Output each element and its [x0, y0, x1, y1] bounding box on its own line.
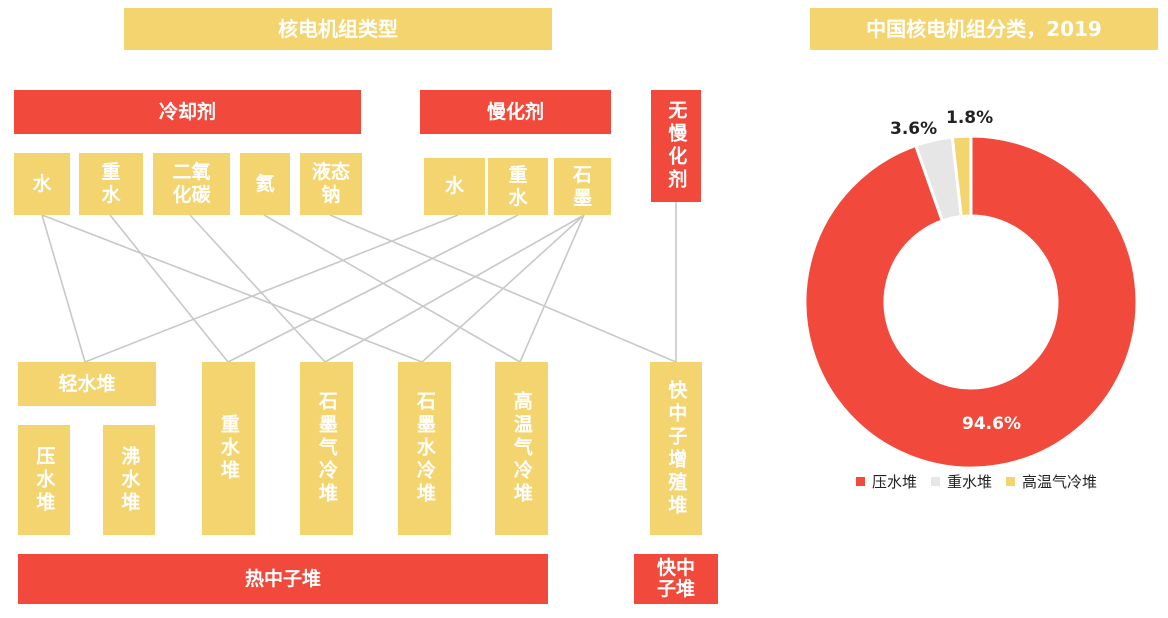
- legend-item-heavy-water: 重水堆: [931, 471, 992, 492]
- connector: [227, 214, 519, 363]
- graphite-gas-reactor-label: 石墨气冷堆: [315, 391, 338, 506]
- connector: [189, 214, 326, 363]
- moderator-heavy-water: 重 水: [488, 158, 548, 215]
- diagram-title: 核电机组类型: [124, 8, 552, 50]
- graphite-water-reactor-label: 石墨水冷堆: [413, 391, 436, 506]
- coolant-heavy-water: 重 水: [79, 153, 143, 215]
- legend-item-pwr: 压水堆: [856, 471, 917, 492]
- coolant-helium: 氦: [240, 153, 290, 215]
- no-moderator-box: 无慢化剂: [651, 90, 701, 202]
- fast-breeder-label: 快中子增殖堆: [665, 379, 688, 518]
- connector: [324, 214, 585, 363]
- data-label-htgr: 1.8%: [946, 108, 994, 128]
- moderator-header: 慢化剂: [420, 90, 611, 134]
- bwr-label: 沸水堆: [118, 445, 141, 515]
- chart-title: 中国核电机组分类，2019: [810, 8, 1158, 50]
- legend-swatch: [1006, 476, 1016, 486]
- pie-slice-2: [950, 134, 973, 219]
- fast-neutron-reactor: 快中 子堆: [634, 554, 718, 604]
- heavy-water-reactor-box: 重水堆: [202, 362, 255, 535]
- coolant-co2: 二氧 化碳: [153, 153, 230, 215]
- legend-swatch: [931, 476, 941, 486]
- moderator-graphite: 石 墨: [554, 158, 611, 215]
- coolant-sodium: 液态 钠: [300, 153, 362, 215]
- fast-breeder-box: 快中子增殖堆: [650, 362, 702, 535]
- connector: [41, 214, 86, 363]
- data-label-heavy-water: 3.6%: [890, 119, 938, 139]
- coolant-header: 冷却剂: [14, 90, 361, 134]
- connector: [41, 214, 423, 363]
- legend-label: 压水堆: [872, 472, 918, 491]
- connector: [519, 214, 585, 363]
- pie-slice-0: [803, 134, 1139, 470]
- connector: [84, 214, 459, 363]
- data-label-pwr: 94.6%: [962, 414, 1021, 434]
- coolant-water: 水: [14, 153, 70, 215]
- connector: [109, 214, 229, 363]
- legend-label: 重水堆: [947, 472, 993, 491]
- htgr-box: 高温气冷堆: [495, 362, 548, 535]
- legend-swatch: [856, 476, 865, 486]
- pwr-box: 压水堆: [18, 425, 70, 535]
- graphite-gas-reactor-box: 石墨气冷堆: [300, 362, 353, 535]
- graphite-water-reactor-box: 石墨水冷堆: [398, 362, 451, 535]
- bwr-box: 沸水堆: [103, 425, 155, 535]
- light-water-reactor: 轻水堆: [18, 362, 156, 406]
- legend-item-htgr: 高温气冷堆: [1006, 471, 1097, 492]
- chart-legend: 压水堆 重水堆 高温气冷堆: [856, 470, 1111, 492]
- connector: [421, 214, 585, 363]
- no-moderator-label: 无慢化剂: [665, 100, 688, 192]
- htgr-label: 高温气冷堆: [510, 391, 533, 506]
- connector: [263, 214, 521, 363]
- pwr-label: 压水堆: [33, 445, 56, 515]
- thermal-neutron-reactor: 热中子堆: [18, 554, 548, 604]
- legend-label: 高温气冷堆: [1022, 472, 1098, 491]
- moderator-water: 水: [424, 158, 485, 215]
- heavy-water-reactor-label: 重水堆: [217, 414, 240, 483]
